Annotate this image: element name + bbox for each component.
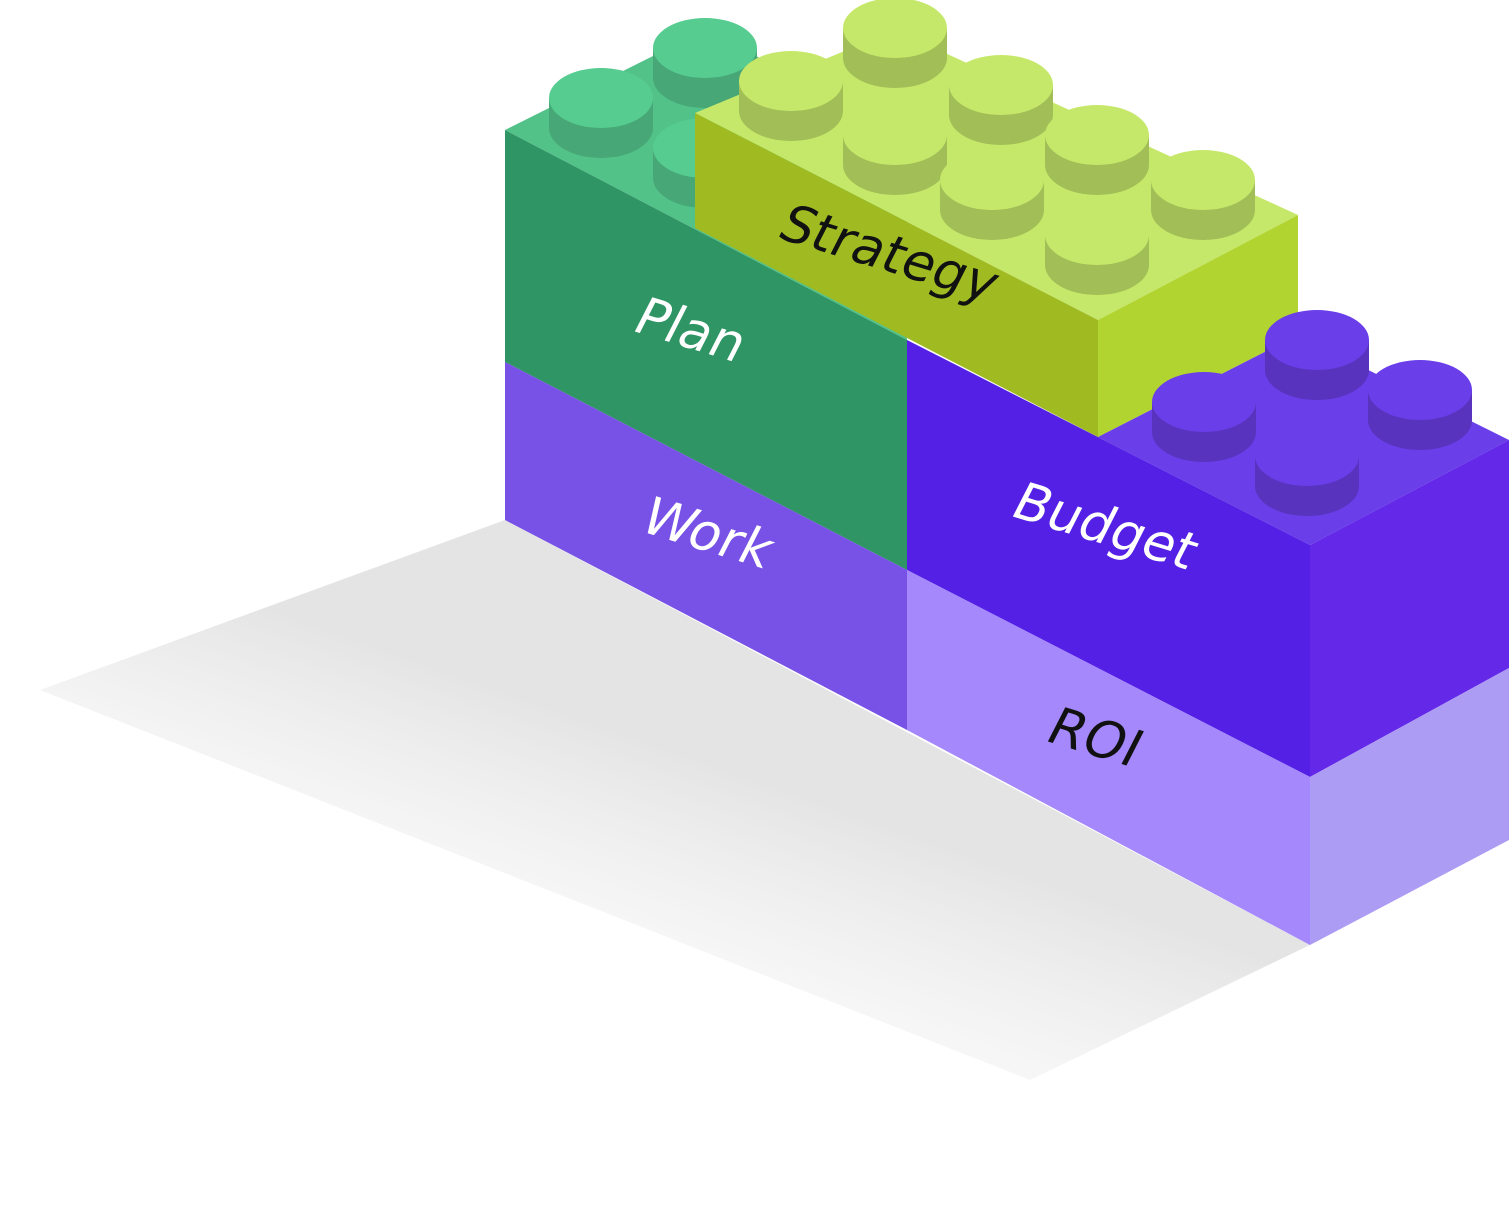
strategy-stud-2 (739, 51, 843, 141)
block-work: Work (505, 362, 907, 730)
strategy-side-face (1098, 215, 1298, 437)
stud-top (940, 150, 1044, 210)
plan-stud-1 (653, 18, 757, 108)
roi-front-face (907, 570, 1310, 945)
stud-top (949, 55, 1053, 115)
stud-top (549, 68, 653, 128)
block-budget: Budget (907, 310, 1509, 777)
budget-stud-2 (1152, 372, 1256, 462)
plan-stud-2 (549, 68, 653, 158)
strategy-stud-5 (1045, 105, 1149, 195)
roi-side-face (1310, 668, 1509, 945)
strategy-front-face (695, 113, 1098, 437)
budget-front-face (907, 340, 1310, 777)
stud-top (843, 105, 947, 165)
stud-top (653, 18, 757, 78)
strategy-stud-6 (940, 150, 1044, 240)
stud-top (1151, 150, 1255, 210)
block-strategy: Strategy (695, 0, 1298, 437)
budget-side-face (1310, 440, 1509, 777)
budget-stud-4 (1255, 426, 1359, 516)
strategy-stud-8 (1045, 205, 1149, 295)
block-roi: ROI (907, 570, 1509, 945)
strategy-studs (739, 0, 1255, 295)
strategy-stud-1 (843, 0, 947, 88)
strategy-stud-3 (949, 55, 1053, 145)
stud-top (1255, 426, 1359, 486)
stud-top (843, 0, 947, 58)
budget-stud-1 (1265, 310, 1369, 400)
stud-top (1265, 310, 1369, 370)
stud-top (1045, 205, 1149, 265)
stud-top (1045, 105, 1149, 165)
stud-top (1152, 372, 1256, 432)
stud-top (739, 51, 843, 111)
work-front-face (505, 362, 907, 730)
strategy-stud-7 (1151, 150, 1255, 240)
budget-stud-3 (1368, 360, 1472, 450)
budget-studs (1152, 310, 1472, 516)
floor-shadow (40, 520, 1310, 1080)
strategy-stud-4 (843, 105, 947, 195)
stud-top (1368, 360, 1472, 420)
plan-front-face (505, 130, 907, 570)
